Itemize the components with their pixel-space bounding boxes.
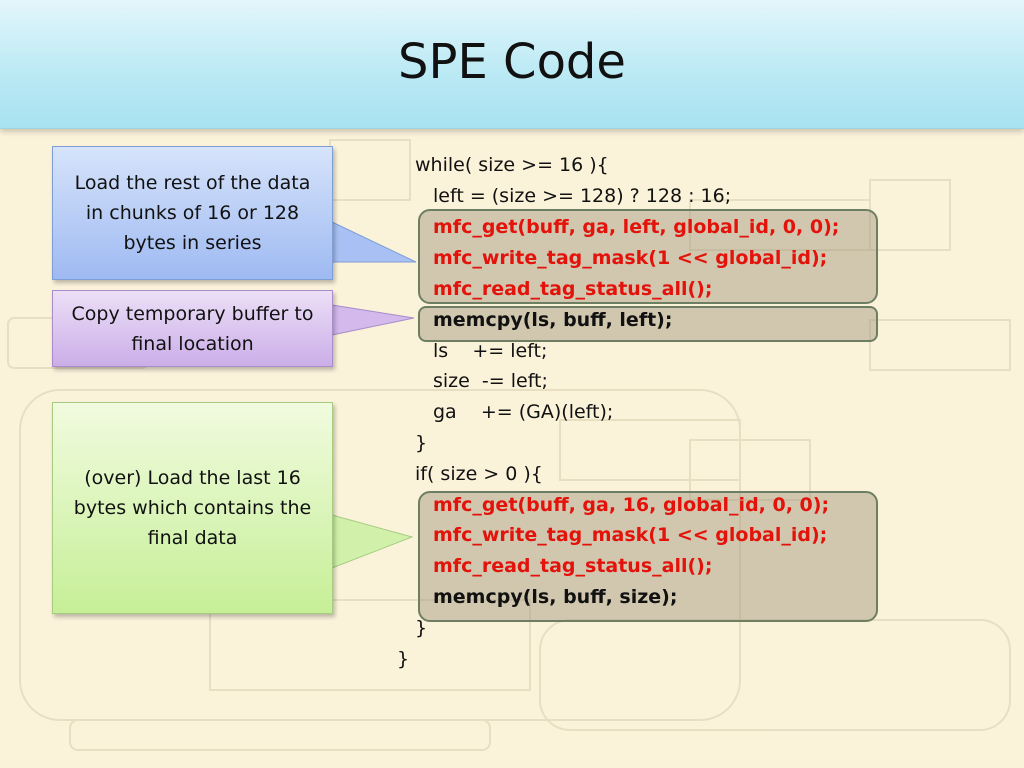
code-line: memcpy(ls, buff, left);	[433, 309, 673, 331]
code-line: mfc_read_tag_status_all();	[433, 278, 713, 300]
callout-load-last: (over) Load the last 16 bytes which cont…	[52, 402, 333, 614]
callout-pointer-2	[331, 304, 415, 336]
callout-pointer-3	[331, 514, 414, 569]
callout-load-chunks: Load the rest of the data in chunks of 1…	[52, 146, 333, 280]
title-bar: SPE Code	[0, 0, 1024, 129]
code-highlight-dma-loop	[418, 209, 878, 304]
callout-pointer-1	[331, 221, 417, 263]
callout-copy-buffer-text: Copy temporary buffer to final location	[71, 302, 314, 355]
code-line: left = (size >= 128) ? 128 : 16;	[433, 185, 732, 207]
code-line: while( size >= 16 ){	[415, 154, 609, 176]
code-block: while( size >= 16 ){ left = (size >= 128…	[0, 0, 839, 670]
callout-copy-buffer: Copy temporary buffer to final location	[52, 290, 333, 367]
code-line: }	[397, 648, 410, 670]
code-line: mfc_get(buff, ga, 16, global_id, 0, 0);	[433, 494, 830, 516]
code-line: size -= left;	[433, 370, 548, 392]
slide-title: SPE Code	[398, 34, 626, 90]
code-line: mfc_write_tag_mask(1 << global_id);	[433, 524, 828, 546]
code-line: }	[415, 432, 428, 454]
code-line: mfc_read_tag_status_all();	[433, 555, 713, 577]
code-line: memcpy(ls, buff, size);	[433, 586, 678, 608]
code-line: ls += left;	[433, 340, 548, 362]
code-line: mfc_get(buff, ga, left, global_id, 0, 0)…	[433, 216, 840, 238]
code-highlight-dma-final	[418, 491, 878, 622]
callout-load-chunks-text: Load the rest of the data in chunks of 1…	[74, 172, 311, 254]
code-line: mfc_write_tag_mask(1 << global_id);	[433, 247, 828, 269]
code-highlight-memcpy-loop	[418, 306, 878, 342]
code-line: }	[415, 617, 428, 639]
callout-load-last-text: (over) Load the last 16 bytes which cont…	[73, 467, 312, 549]
code-line: ga += (GA)(left);	[433, 401, 614, 423]
code-line: if( size > 0 ){	[415, 463, 543, 485]
